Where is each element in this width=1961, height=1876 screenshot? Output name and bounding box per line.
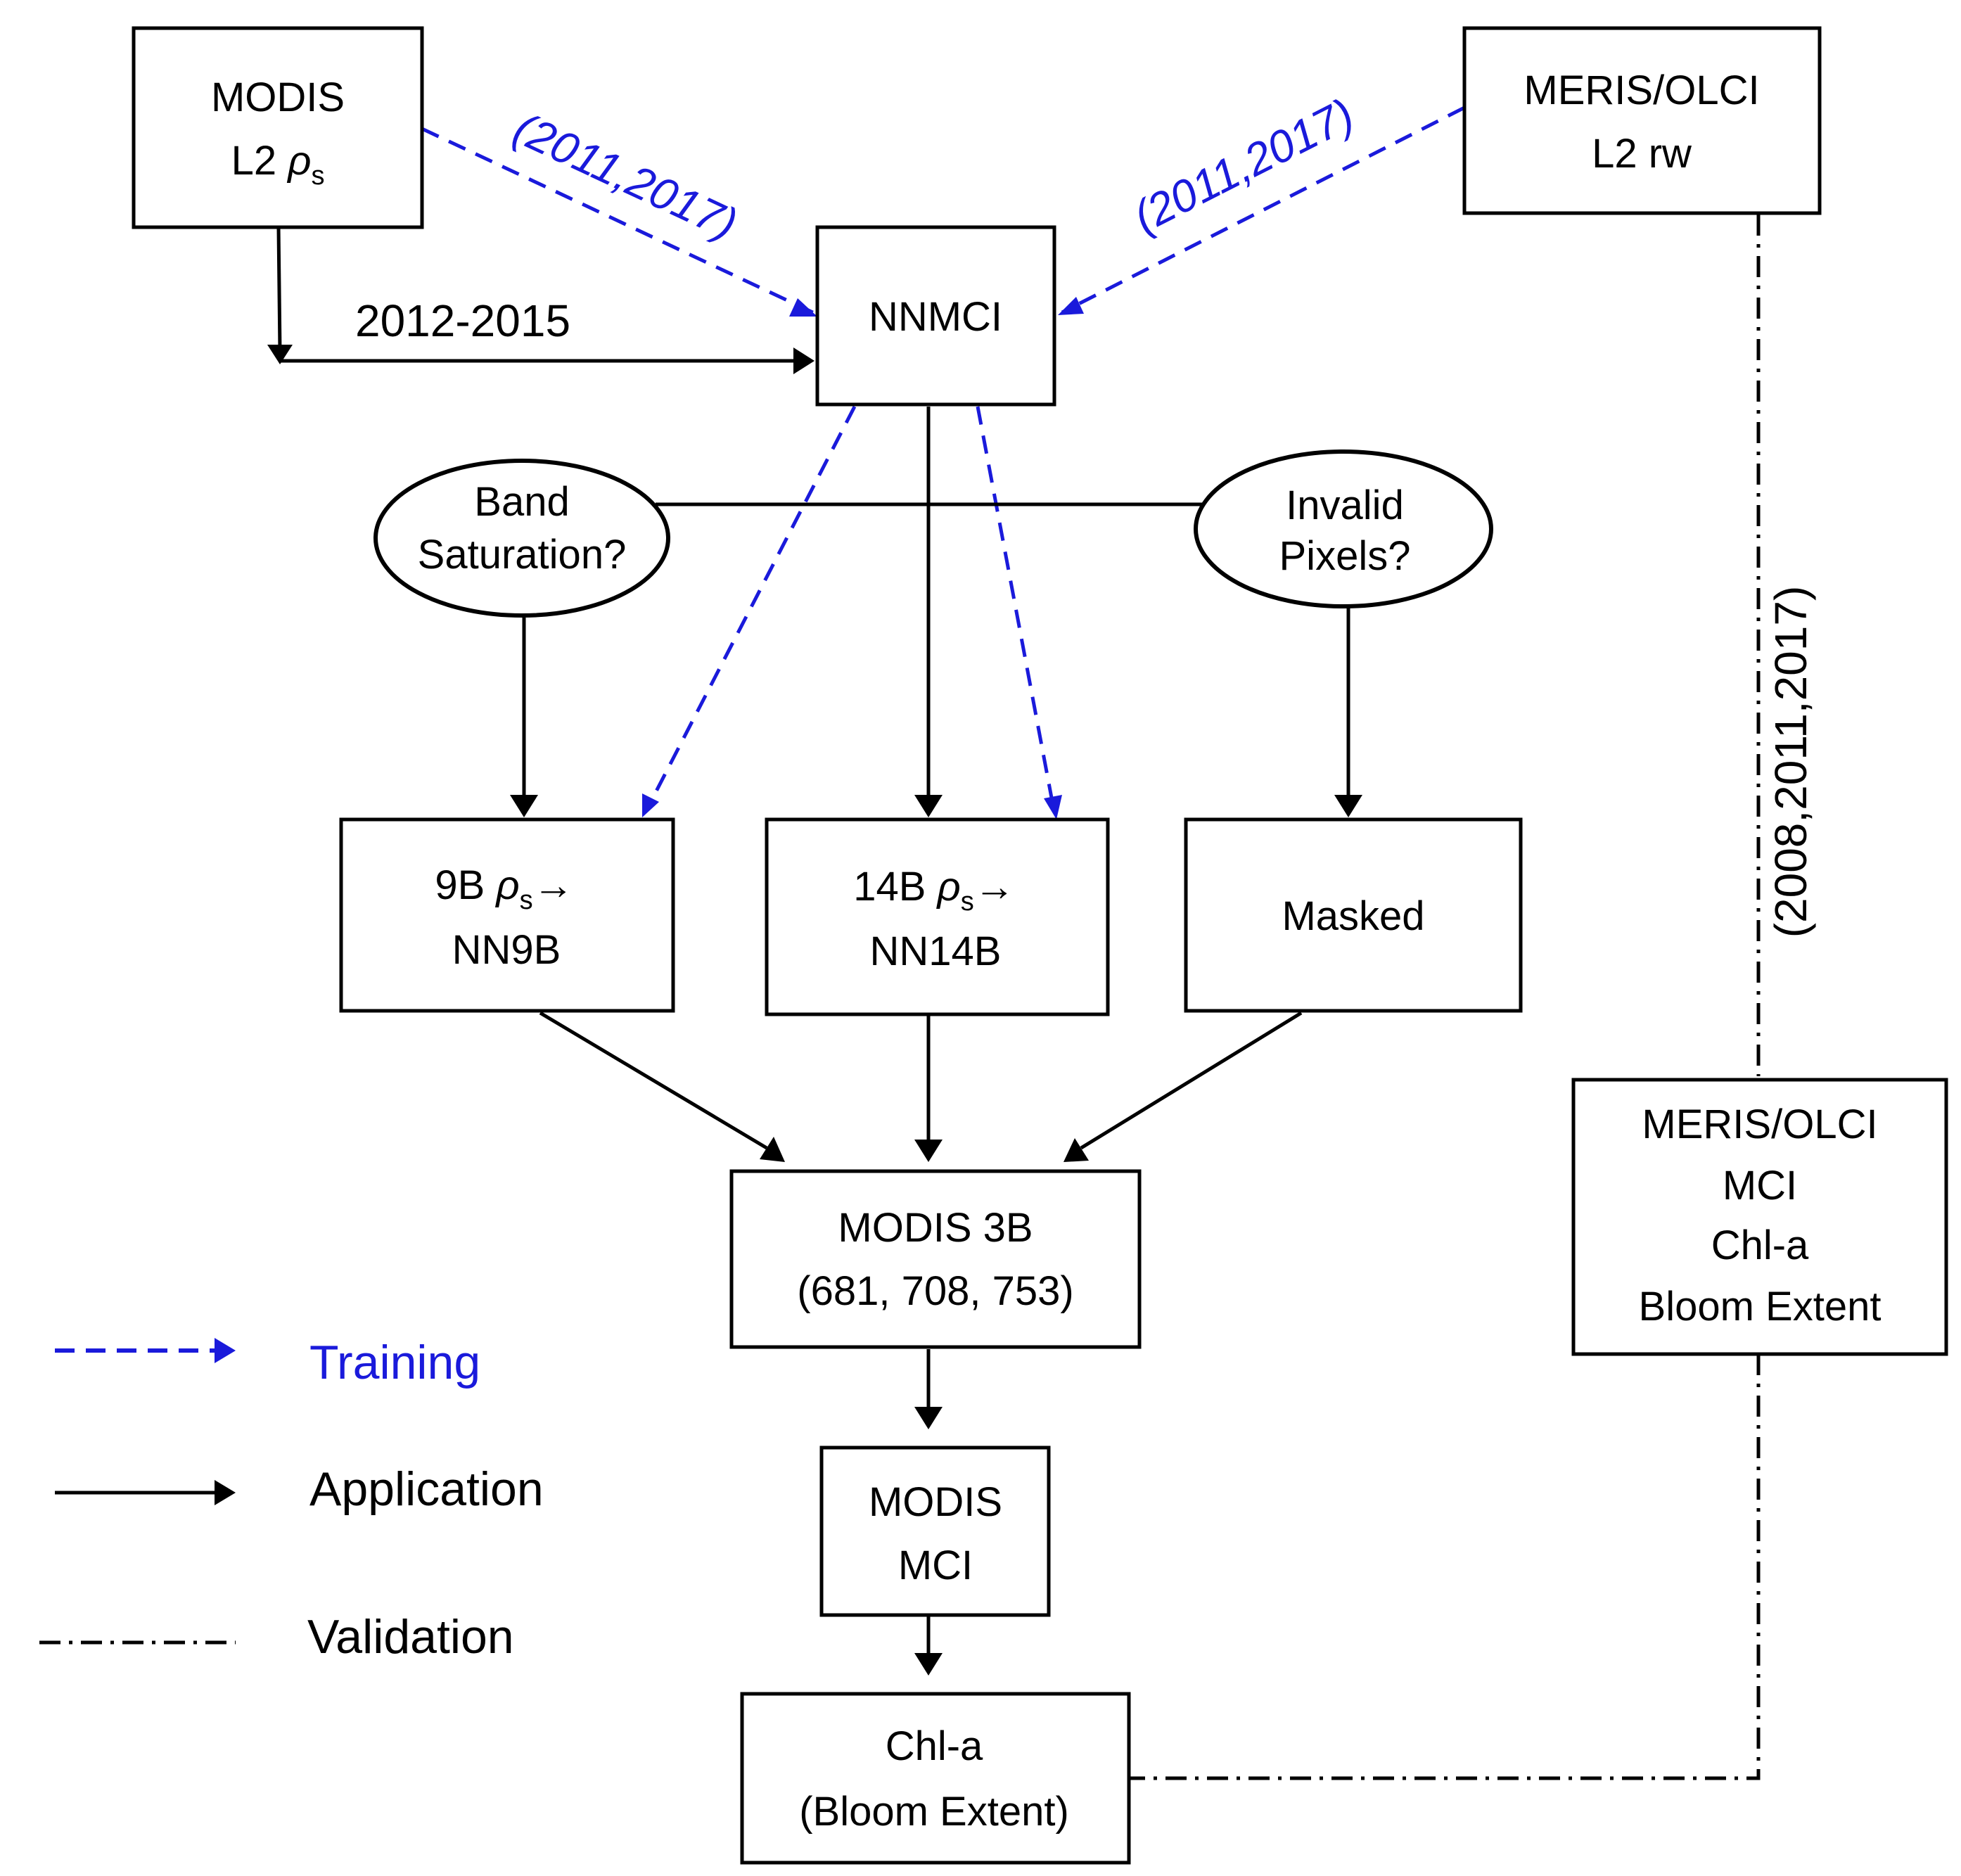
node-masked: Masked xyxy=(1184,817,1523,1013)
meris-validation-line4: Bloom Extent xyxy=(1639,1284,1882,1329)
arrowhead-icon xyxy=(1058,297,1084,315)
node-modis-mci: MODIS MCI xyxy=(819,1446,1051,1617)
node-nnmci: NNMCI xyxy=(815,225,1056,407)
edge-modis-down xyxy=(276,226,282,352)
masked-label: Masked xyxy=(1282,893,1424,939)
arrowhead-icon xyxy=(215,1480,236,1505)
modis-3b-line2: (681, 708, 753) xyxy=(797,1268,1073,1314)
node-nn14b: 14B ρs→ NN14B xyxy=(765,817,1110,1016)
node-band-saturation: Band Saturation? xyxy=(373,459,670,618)
arrowhead-icon xyxy=(267,345,293,364)
nnmci-label: NNMCI xyxy=(869,294,1002,340)
modis-mci-line1: MODIS xyxy=(869,1479,1002,1525)
legend-application-label: Application xyxy=(309,1462,544,1516)
arrowhead-icon xyxy=(215,1338,236,1363)
nn14b-line1: 14B ρs→ xyxy=(853,864,1015,917)
invalid-pixels-line2: Pixels? xyxy=(1279,533,1411,579)
edge-modis-to-nnmci-training xyxy=(421,127,820,317)
arrowhead-icon xyxy=(760,1137,785,1162)
arrowhead-icon xyxy=(642,793,659,817)
edge-nnmci-to-nn9b-training xyxy=(645,405,857,810)
node-invalid-pixels: Invalid Pixels? xyxy=(1194,449,1493,608)
validation-years-label: (2008,2011,2017) xyxy=(1765,586,1816,938)
legend-training-label: Training xyxy=(309,1336,480,1389)
arrowhead-icon xyxy=(1063,1138,1089,1162)
modis-3b-line1: MODIS 3B xyxy=(838,1205,1033,1251)
arrowhead-icon xyxy=(789,298,817,317)
application-years-label: 2012-2015 xyxy=(355,295,570,346)
arrowhead-icon xyxy=(914,795,943,817)
band-saturation-line1: Band xyxy=(474,479,569,525)
modis-training-years-label: (2011,2017) xyxy=(506,103,745,250)
node-nn9b: 9B ρs→ NN9B xyxy=(339,817,675,1013)
modis-l2-subtitle: L2 ρs xyxy=(231,138,325,191)
meris-validation-line3: Chl-a xyxy=(1711,1223,1809,1268)
node-modis-l2: MODIS L2 ρs xyxy=(132,26,424,229)
edges xyxy=(267,106,1761,1780)
arrowhead-icon xyxy=(914,1653,943,1676)
edge-meris-to-nnmci-training xyxy=(1061,106,1466,314)
arrowhead-icon xyxy=(914,1140,943,1162)
modis-l2-title: MODIS xyxy=(211,75,345,120)
node-chla-bloom: Chl-a (Bloom Extent) xyxy=(740,1692,1131,1865)
arrowhead-icon xyxy=(1044,795,1062,819)
arrowhead-icon xyxy=(1334,795,1362,817)
nn9b-line1: 9B ρs→ xyxy=(435,862,573,915)
nn14b-line2: NN14B xyxy=(870,929,1002,974)
meris-validation-line2: MCI xyxy=(1723,1163,1797,1208)
node-modis-3b: MODIS 3B (681, 708, 753) xyxy=(729,1169,1142,1349)
edge-nnmci-to-nn14b-training xyxy=(976,406,1056,810)
meris-l2-subtitle: L2 rw xyxy=(1592,131,1692,177)
nn9b-line2: NN9B xyxy=(452,927,561,973)
meris-validation-line1: MERIS/OLCI xyxy=(1642,1102,1877,1147)
node-meris-l2: MERIS/OLCI L2 rw xyxy=(1462,26,1822,215)
edge-validation-path xyxy=(1129,215,1761,1780)
meris-l2-title: MERIS/OLCI xyxy=(1524,68,1759,113)
legend: Training Application Validation xyxy=(39,1336,544,1664)
edge-nn9b-to-modis3b xyxy=(539,1011,768,1150)
chla-bloom-line2: (Bloom Extent) xyxy=(799,1789,1069,1834)
invalid-pixels-line1: Invalid xyxy=(1286,483,1404,528)
node-meris-validation: MERIS/OLCI MCI Chl-a Bloom Extent xyxy=(1571,1078,1948,1356)
chla-bloom-line1: Chl-a xyxy=(886,1723,983,1769)
band-saturation-line2: Saturation? xyxy=(418,532,627,578)
edge-masked-to-modis3b xyxy=(1080,1011,1303,1150)
arrowhead-icon xyxy=(793,347,815,374)
arrowhead-icon xyxy=(914,1407,943,1429)
legend-validation-label: Validation xyxy=(307,1610,514,1664)
arrowhead-icon xyxy=(510,795,538,817)
modis-mci-line2: MCI xyxy=(898,1543,973,1588)
